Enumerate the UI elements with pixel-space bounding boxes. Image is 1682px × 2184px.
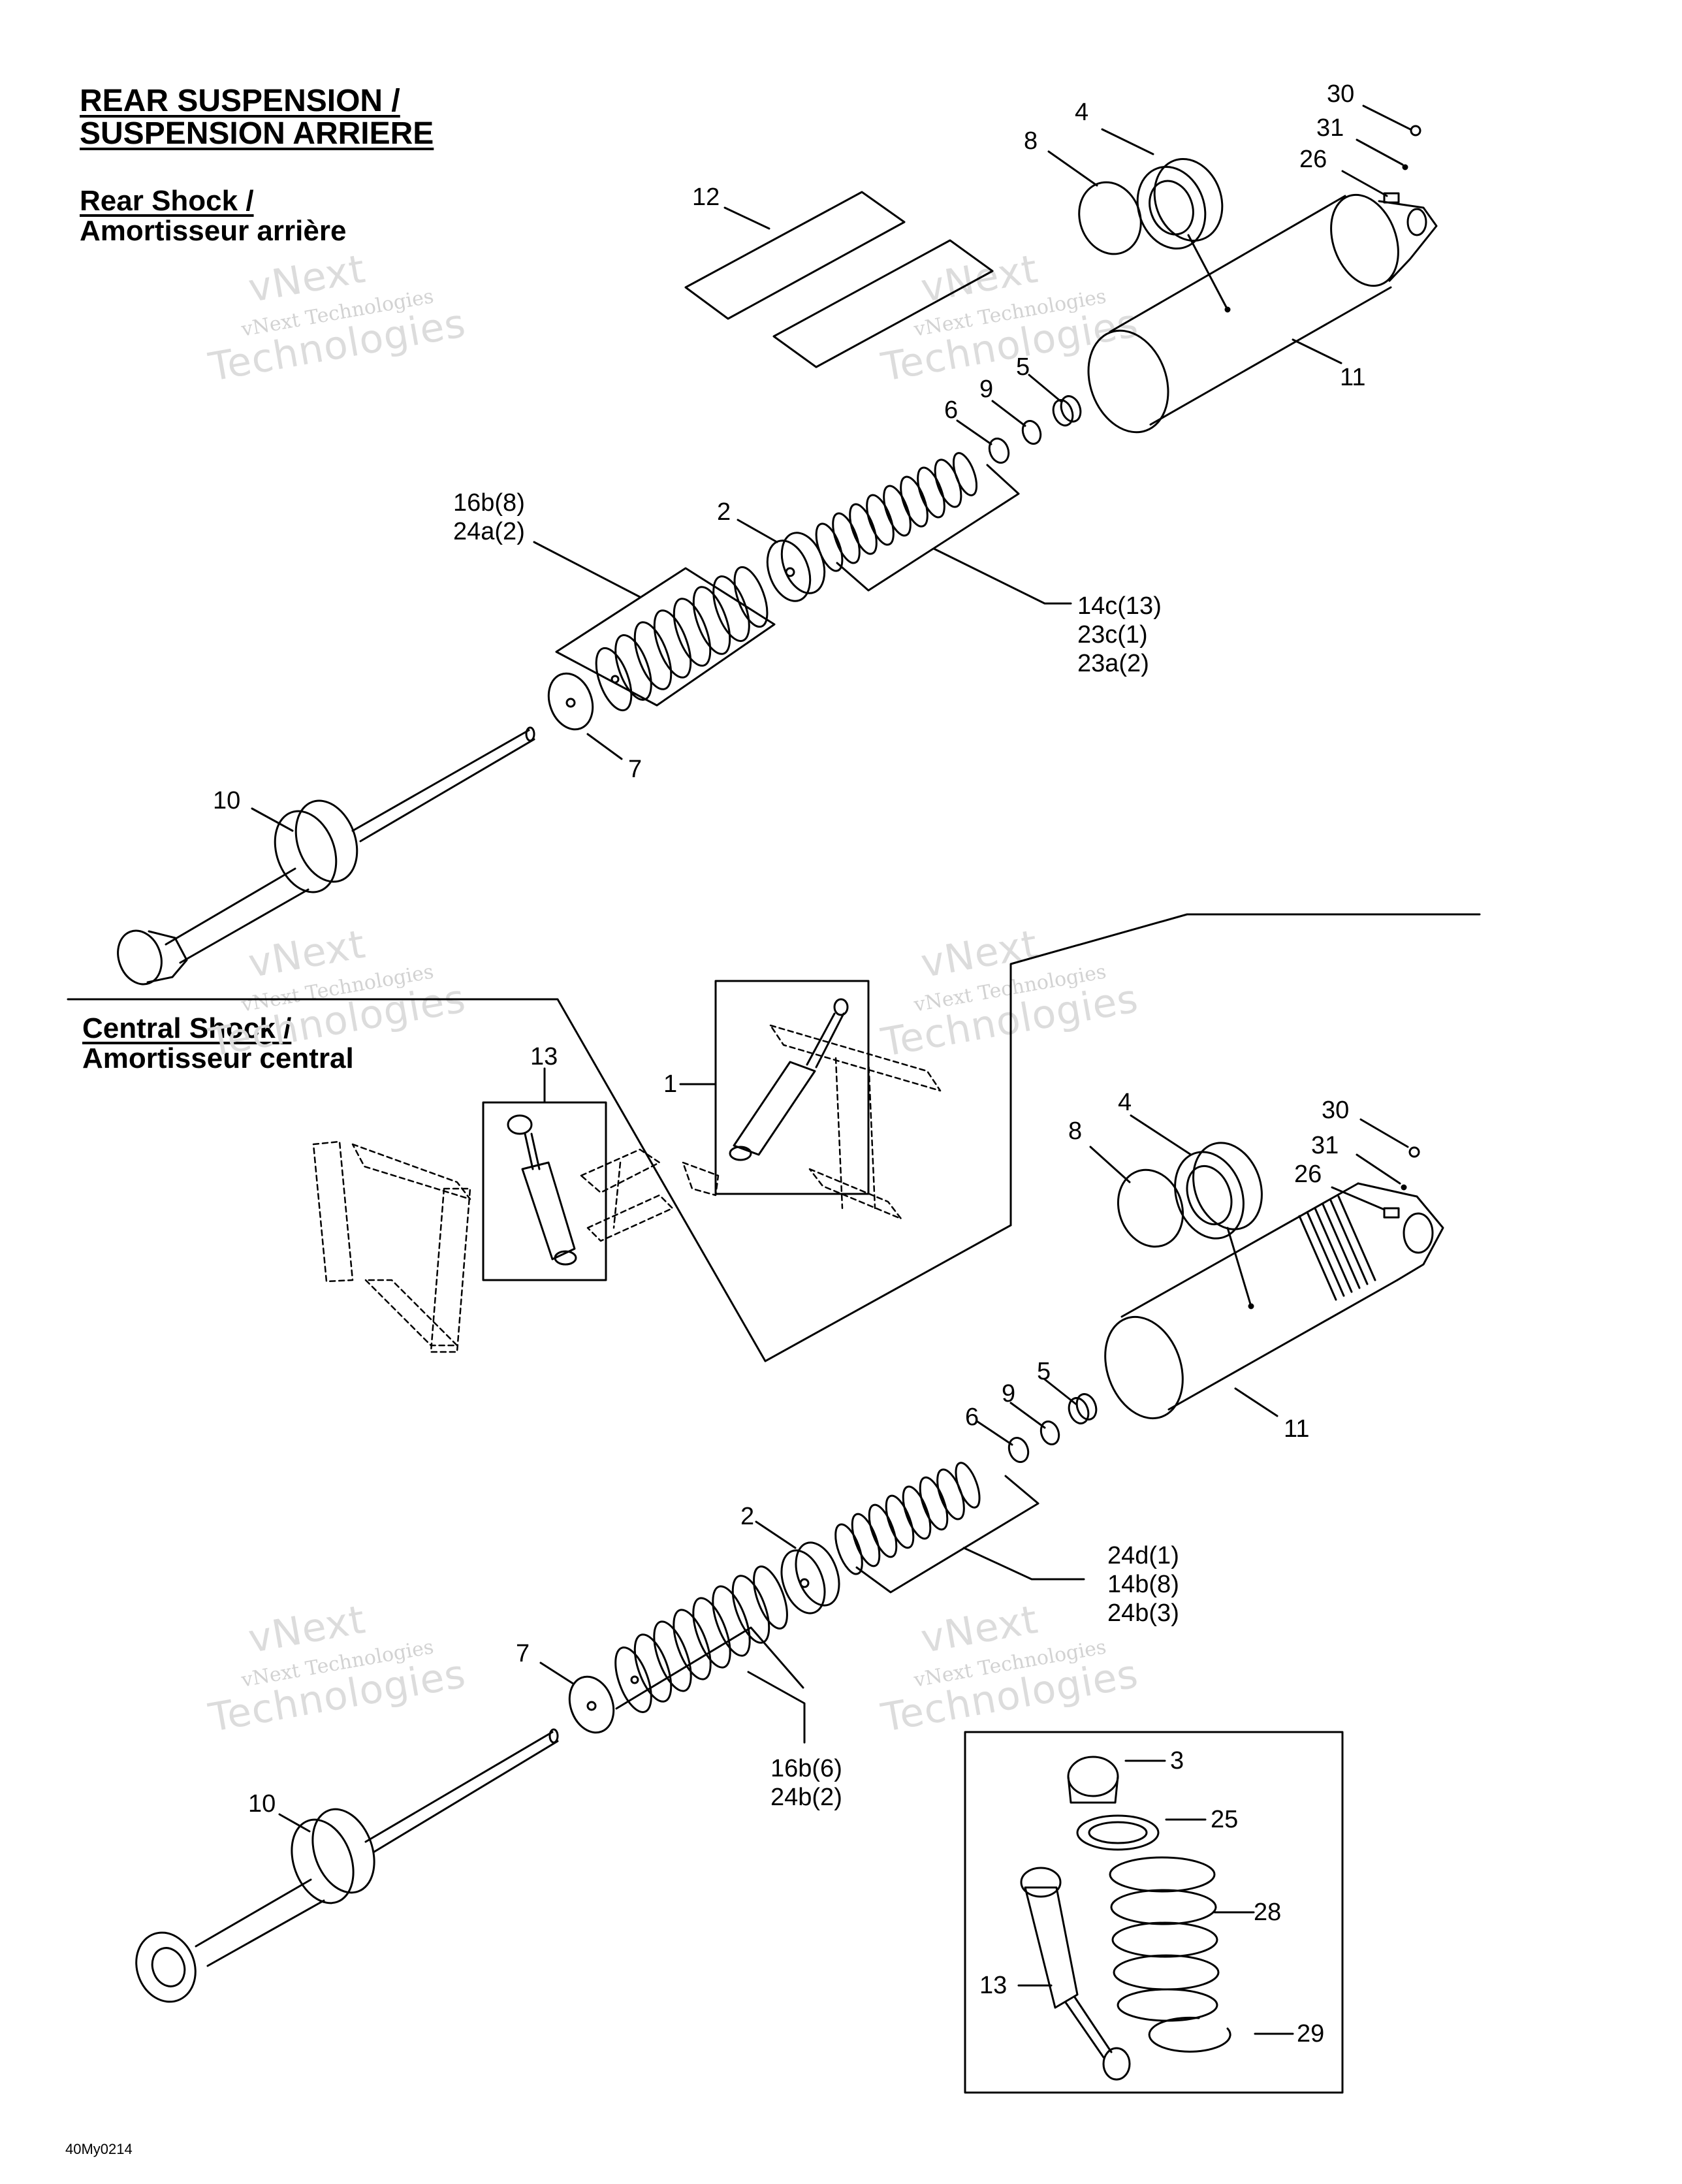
label-7: 7 <box>516 1640 530 1667</box>
seal-cap-part-4 <box>1174 1142 1263 1240</box>
drawing-code: 40My0214 <box>65 2141 133 2157</box>
section-heading-rear-shock: Rear Shock / Amortisseur arrière <box>80 185 347 248</box>
label-24b-2: 24b(2) <box>770 1784 842 1811</box>
label-24b-3: 24b(3) <box>1107 1599 1179 1627</box>
rear-heading-line-1: Rear Shock / <box>80 185 254 217</box>
retaining-clip-part-29 <box>1148 2016 1231 2053</box>
shock-absorber-part-13 <box>1020 1867 1131 2081</box>
inset-box-part-1 <box>682 980 942 1220</box>
nut-part-5 <box>1068 1393 1098 1424</box>
label-30: 30 <box>1327 80 1354 108</box>
label-9: 9 <box>1002 1380 1015 1407</box>
bracket-16b <box>555 567 776 707</box>
title-line-2: SUSPENSION ARRIERE <box>80 116 434 152</box>
label-8: 8 <box>1024 127 1038 155</box>
label-4: 4 <box>1075 99 1088 126</box>
shim-stack-part-16b <box>614 1566 788 1713</box>
bracket-14b <box>855 1475 1039 1594</box>
piston-part-2 <box>780 1541 840 1614</box>
label-9: 9 <box>979 376 993 403</box>
label-30: 30 <box>1322 1097 1349 1124</box>
bolt-nut-washer-30-31-26 <box>1383 125 1421 204</box>
washer-part-6 <box>1008 1437 1030 1463</box>
nut-part-5 <box>1052 395 1082 426</box>
title-line-1: REAR SUSPENSION / <box>80 84 400 118</box>
spring-seat-part-25 <box>1076 1814 1160 1851</box>
washer-part-6 <box>988 438 1010 464</box>
part-labels-rear: 30 31 26 4 8 12 11 5 9 6 2 16b(8) 24a(2)… <box>213 80 1365 814</box>
shaft-part-10 <box>117 726 535 986</box>
inset-box-coil-spring <box>964 1731 1344 2094</box>
section-divider-lines <box>67 913 1481 1362</box>
label-11: 11 <box>1340 364 1365 391</box>
label-3: 3 <box>1170 1747 1184 1774</box>
shock-body-part-11 <box>1104 1182 1444 1420</box>
label-14b-8: 14b(8) <box>1107 1571 1179 1598</box>
label-1: 1 <box>663 1070 677 1098</box>
label-29: 29 <box>1297 2020 1324 2048</box>
label-14c-13: 14c(13) <box>1077 592 1162 620</box>
label-31: 31 <box>1311 1132 1339 1159</box>
o-ring-part-8 <box>1078 181 1142 255</box>
o-ring-part-8 <box>1117 1168 1184 1248</box>
label-5: 5 <box>1016 353 1030 381</box>
label-24d-1: 24d(1) <box>1107 1542 1179 1569</box>
shim-stack-part-14c <box>815 452 978 572</box>
label-10: 10 <box>248 1790 276 1818</box>
shim-stack-part-16b <box>595 566 769 712</box>
page-title: REAR SUSPENSION / SUSPENSION ARRIERE <box>80 84 434 152</box>
part-labels-central: 13 1 4 8 30 31 26 11 5 9 6 2 24d(1) 14b(… <box>248 1043 1349 2048</box>
label-8: 8 <box>1068 1117 1082 1145</box>
label-23a-2: 23a(2) <box>1077 650 1149 677</box>
washer-part-7 <box>568 1675 615 1734</box>
central-heading-line-1: Central Shock / <box>82 1012 292 1044</box>
label-26: 26 <box>1294 1161 1322 1188</box>
label-16b-6: 16b(6) <box>770 1755 842 1782</box>
label-13: 13 <box>979 1972 1007 1999</box>
label-2: 2 <box>740 1503 754 1530</box>
bolt-nut-washer-30-31-26 <box>1383 1146 1420 1219</box>
label-24a-2: 24a(2) <box>453 518 525 545</box>
section-heading-central-shock: Central Shock / Amortisseur central <box>82 1012 354 1075</box>
washer-part-9 <box>1039 1421 1060 1445</box>
coil-spring-part-28 <box>1109 1856 1220 2022</box>
shaft-part-10 <box>135 1728 559 2003</box>
shock-body-part-11 <box>1087 193 1438 434</box>
label-4: 4 <box>1118 1089 1132 1116</box>
piston-part-2 <box>766 532 826 602</box>
label-2: 2 <box>717 498 731 526</box>
label-25: 25 <box>1211 1806 1238 1833</box>
central-heading-line-2: Amortisseur central <box>82 1042 354 1075</box>
label-6: 6 <box>944 396 958 424</box>
washer-part-7 <box>547 672 594 731</box>
label-7: 7 <box>628 756 642 783</box>
leader-lines-central <box>278 1067 1409 2035</box>
label-5: 5 <box>1037 1358 1051 1385</box>
label-26: 26 <box>1299 146 1327 173</box>
label-11: 11 <box>1284 1415 1309 1443</box>
bracket-16b <box>615 1626 804 1710</box>
label-12: 12 <box>692 184 720 211</box>
spring-adjuster-part-3 <box>1067 1756 1119 1797</box>
label-31: 31 <box>1316 114 1344 142</box>
label-10: 10 <box>213 787 240 814</box>
rear-heading-line-2: Amortisseur arrière <box>80 215 347 248</box>
bracket-14c <box>836 464 1020 592</box>
suspension-frame-sketch <box>312 1140 674 1353</box>
label-6: 6 <box>965 1404 979 1431</box>
washer-part-9 <box>1021 420 1042 445</box>
label-23c-1: 23c(1) <box>1077 621 1148 649</box>
label-16b-8: 16b(8) <box>453 489 525 517</box>
label-28: 28 <box>1254 1899 1281 1926</box>
inset-box-part-13 <box>482 1101 607 1281</box>
decal-sheets-part-12 <box>684 191 994 368</box>
seal-cap-part-4 <box>1136 157 1224 250</box>
label-13: 13 <box>530 1043 558 1070</box>
shim-stack-part-14b <box>834 1462 981 1575</box>
leader-lines-rear <box>251 104 1412 832</box>
